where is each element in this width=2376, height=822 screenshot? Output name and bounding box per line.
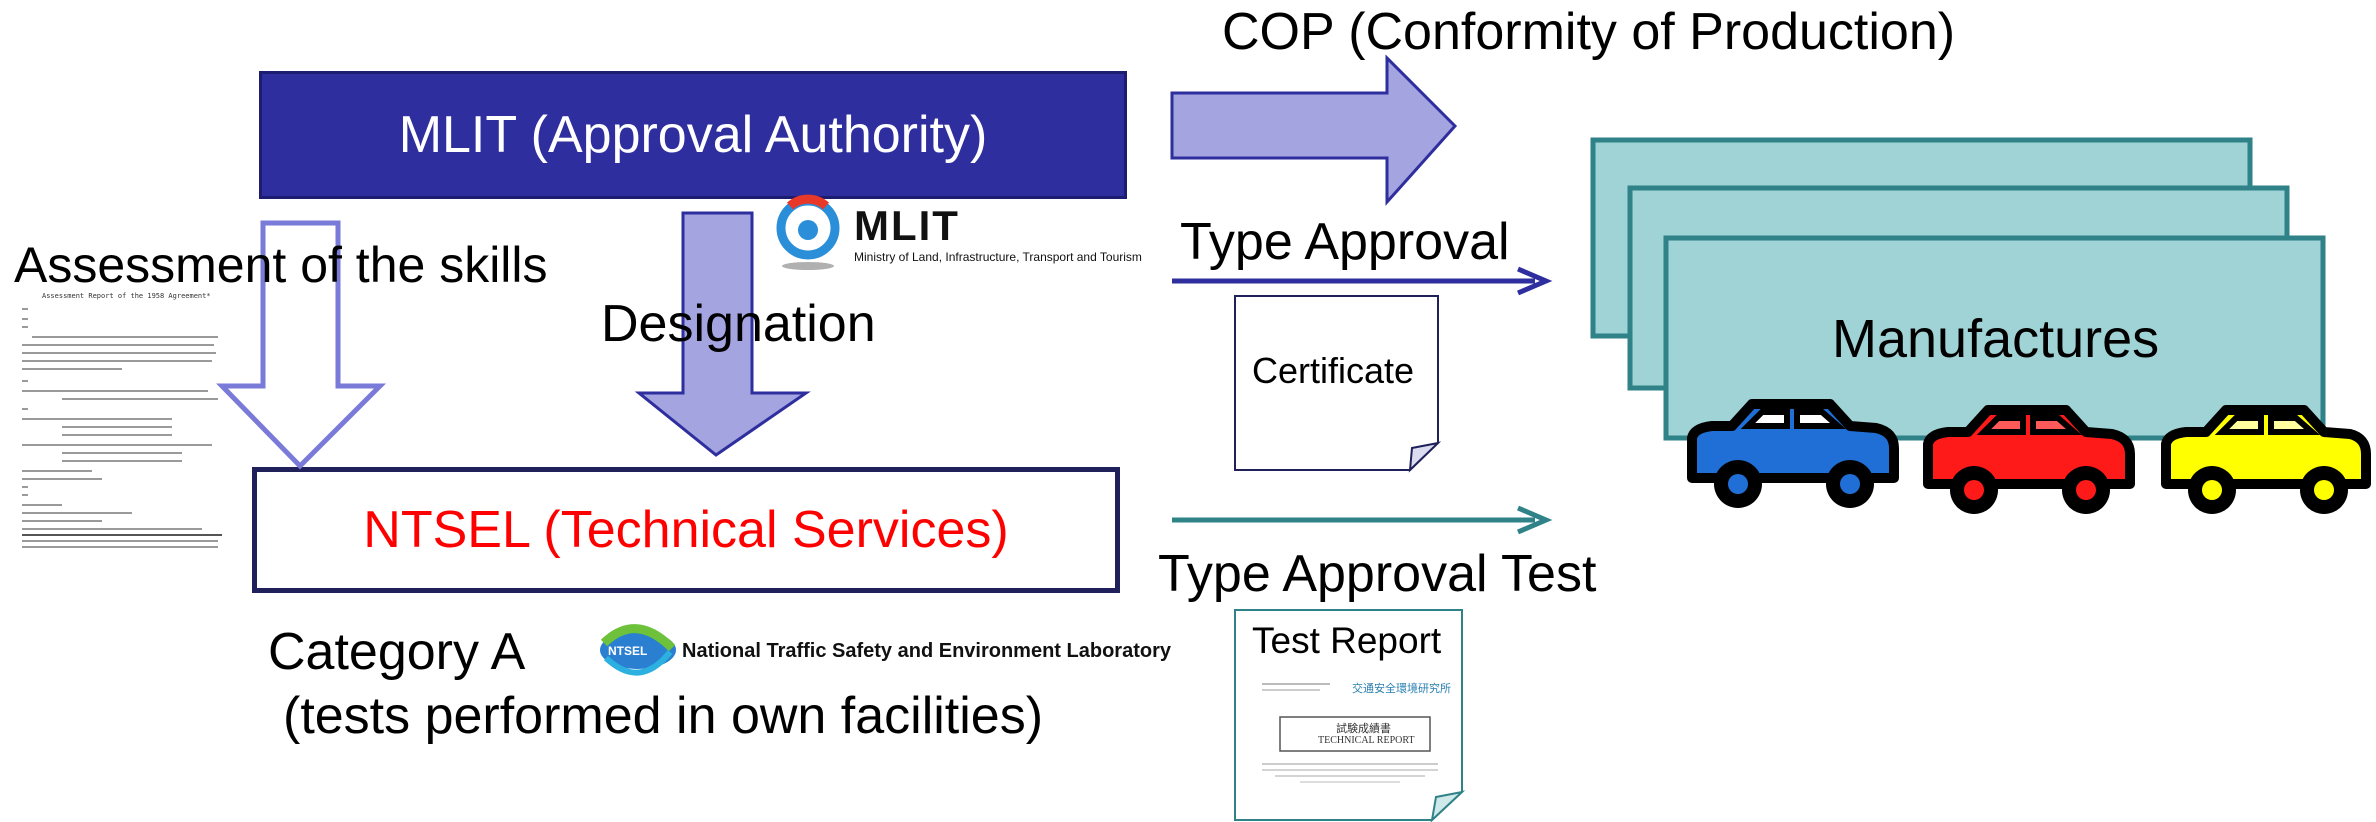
mlit-box: MLIT (Approval Authority) (259, 71, 1127, 199)
category-a-label: Category A (268, 623, 526, 681)
test-report-org: 交通安全環境研究所 (1352, 683, 1451, 695)
mlit-logo-wordmark: MLIT (854, 202, 960, 249)
mlit-logo-caption: Ministry of Land, Infrastructure, Transp… (854, 250, 1142, 264)
manufactures-label: Manufactures (1832, 309, 2160, 369)
assessment-arrow (216, 220, 387, 470)
cop-arrow (1170, 54, 1458, 206)
type-approval-arrow-head (1517, 266, 1553, 296)
ntsel-box-label: NTSEL (Technical Services) (363, 501, 1009, 559)
ntsel-logo-emblem (600, 624, 676, 676)
mlit-logo-emblem (776, 194, 840, 270)
assessment-label: Assessment of the skills (14, 237, 548, 293)
car-red (1923, 405, 2135, 514)
type-approval-label: Type Approval (1180, 213, 1510, 271)
test-report-page-curl (1430, 790, 1466, 822)
mlit-box-label: MLIT (Approval Authority) (398, 106, 988, 164)
ntsel-box: NTSEL (Technical Services) (252, 467, 1120, 593)
category-a-description: (tests performed in own facilities) (283, 687, 1044, 745)
test-report-jp-title: 試験成績書 (1336, 723, 1391, 735)
assessment-report-title: Assessment Report of the 1958 Agreement* (42, 292, 211, 300)
car-yellow (2161, 405, 2371, 514)
test-report-title: Test Report (1252, 620, 1442, 661)
ntsel-logo-emblem-text: NTSEL (608, 644, 648, 658)
ntsel-logo-caption: National Traffic Safety and Environment … (682, 640, 1171, 662)
certificate-page-curl (1408, 441, 1442, 473)
designation-label: Designation (601, 295, 876, 353)
car-blue (1687, 399, 1899, 508)
assessment-report-document: Assessment Report of the 1958 Agreement* (22, 292, 222, 552)
designation-arrow (634, 211, 811, 457)
type-approval-test-arrow-head (1517, 505, 1553, 535)
test-report-title-frame (1279, 716, 1431, 752)
test-report-subtitle: TECHNICAL REPORT (1318, 735, 1415, 746)
cop-label: COP (Conformity of Production) (1222, 3, 1956, 61)
certificate-label: Certificate (1252, 350, 1415, 391)
type-approval-test-label: Type Approval Test (1158, 545, 1597, 603)
manufactures-box-front (1663, 235, 2326, 441)
